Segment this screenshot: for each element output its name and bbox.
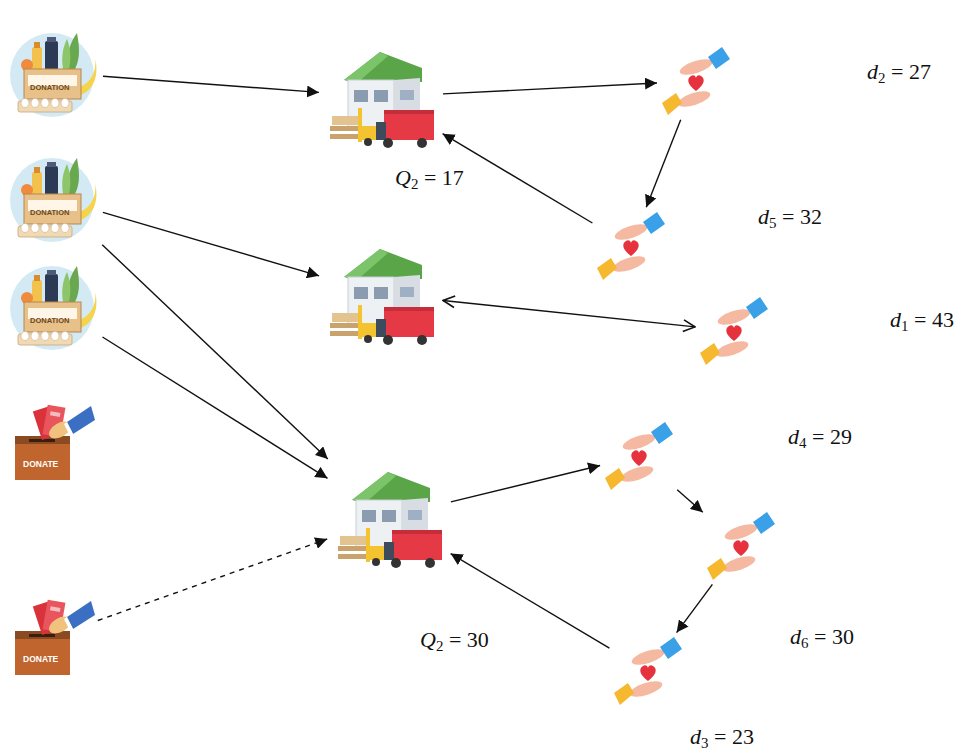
beneficiary: d4 = 29 bbox=[603, 420, 675, 492]
beneficiary: d3 = 23 bbox=[612, 635, 684, 707]
flow-arrow bbox=[103, 76, 319, 92]
quantity-label: d2 = 27 bbox=[867, 60, 931, 84]
flow-arrow bbox=[443, 301, 695, 327]
icon-label: DONATE bbox=[23, 655, 58, 664]
warehouse-icon bbox=[330, 458, 448, 576]
quantity-label: d3 = 23 bbox=[690, 725, 754, 749]
food-donation-icon bbox=[5, 150, 100, 245]
beneficiary: d1 = 43 bbox=[698, 295, 770, 367]
food-donation-icon bbox=[5, 258, 100, 353]
beneficiary-icon bbox=[705, 510, 777, 582]
quantity-label: Q2 = 17 bbox=[395, 166, 464, 190]
quantity-label: d5 = 32 bbox=[758, 205, 822, 229]
flow-arrow bbox=[451, 466, 600, 502]
money-donor: DONATE bbox=[5, 400, 95, 485]
flow-arrow bbox=[103, 212, 319, 275]
flow-arrow bbox=[443, 83, 657, 94]
quantity-label: Q2 = 30 bbox=[420, 628, 489, 652]
depot-warehouse: Q2 = 30 bbox=[330, 458, 448, 576]
food-donor: DONATION bbox=[5, 258, 100, 353]
warehouse-icon bbox=[322, 235, 440, 353]
flow-arrow bbox=[677, 584, 713, 632]
quantity-label: d6 = 30 bbox=[790, 625, 854, 649]
beneficiary-icon bbox=[595, 210, 667, 282]
beneficiary-icon bbox=[660, 45, 732, 117]
beneficiary: d6 = 30 bbox=[705, 510, 777, 582]
food-donation-icon bbox=[5, 25, 100, 120]
depot-warehouse: Q2 = 17 bbox=[322, 38, 440, 156]
flow-arrow bbox=[102, 245, 328, 459]
beneficiary-icon bbox=[698, 295, 770, 367]
warehouse-icon bbox=[322, 38, 440, 156]
beneficiary-icon bbox=[603, 420, 675, 492]
quantity-label: d4 = 29 bbox=[788, 425, 852, 449]
icon-label: DONATE bbox=[23, 460, 58, 469]
flow-arrow bbox=[103, 337, 328, 478]
food-donor: DONATION bbox=[5, 25, 100, 120]
quantity-label: d1 = 43 bbox=[890, 308, 954, 332]
flow-arrow bbox=[443, 134, 593, 223]
food-donor: DONATION bbox=[5, 150, 100, 245]
icon-label: DONATION bbox=[30, 209, 69, 217]
money-donor: DONATE bbox=[5, 595, 95, 680]
icon-label: DONATION bbox=[30, 317, 69, 325]
money-donation-icon bbox=[5, 595, 95, 680]
flow-arrow bbox=[98, 539, 327, 621]
depot-warehouse bbox=[322, 235, 440, 353]
beneficiary: d2 = 27 bbox=[660, 45, 732, 117]
flow-arrow bbox=[646, 120, 680, 207]
flow-arrow bbox=[677, 490, 703, 513]
beneficiary: d5 = 32 bbox=[595, 210, 667, 282]
icon-label: DONATION bbox=[30, 84, 69, 92]
beneficiary-icon bbox=[612, 635, 684, 707]
money-donation-icon bbox=[5, 400, 95, 485]
